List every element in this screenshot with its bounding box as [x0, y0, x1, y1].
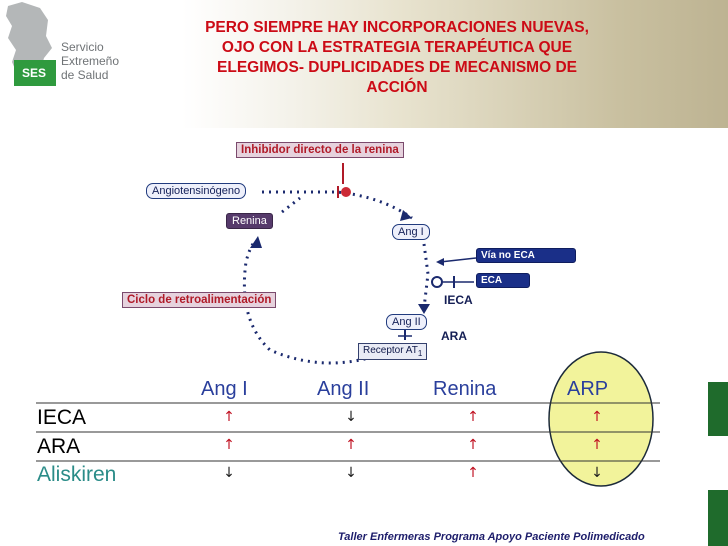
col-ang1: Ang I — [201, 378, 248, 400]
header-background — [0, 0, 728, 128]
arrow-up-icon: ↑ — [223, 437, 235, 453]
footer-text: Taller Enfermeras Programa Apoyo Pacient… — [338, 531, 645, 543]
receptor-text: Receptor AT — [363, 345, 418, 356]
arrow-down-icon: ↓ — [223, 465, 235, 481]
feedback-loop — [242, 238, 393, 365]
extremadura-map-icon — [6, 2, 56, 86]
receptor-subscript: 1 — [417, 349, 423, 358]
arrow-up-icon: ↑ — [467, 437, 479, 453]
ieca-label: IECA — [444, 293, 473, 307]
angiotensinogen-box: Angiotensinógeno — [146, 183, 247, 199]
ara-label: ARA — [441, 329, 467, 343]
logo-name: Servicio Extremeño de Salud — [61, 40, 119, 82]
title-line-2: OJO CON LA ESTRATEGIA TERAPÉUTICA QUE — [221, 39, 573, 56]
via-no-eca-box: Vía no ECA — [476, 248, 576, 263]
feedback-arrowhead — [250, 236, 262, 248]
eca-box: ECA — [476, 273, 530, 288]
row-aliskiren: Aliskiren — [37, 463, 117, 486]
logo-line-1: Servicio — [61, 40, 104, 54]
title-line-3: ELEGIMOS- DUPLICIDADES DE MECANISMO DE — [217, 59, 577, 76]
title-line-4: ACCIÓN — [366, 79, 428, 96]
col-ang2: Ang II — [317, 378, 370, 400]
inhibitor-dot — [341, 187, 351, 197]
ang2-box: Ang II — [386, 314, 427, 330]
conversion-arrowhead — [418, 304, 430, 314]
side-tab-lower — [708, 490, 728, 546]
arrow-up-icon: ↑ — [467, 409, 479, 425]
renin-link — [281, 196, 301, 214]
inhibitor-label: Inhibidor directo de la renina — [236, 142, 404, 158]
arrow-up-icon: ↑ — [591, 409, 603, 425]
via-no-eca-arrowhead — [436, 258, 444, 266]
arrow-up-icon: ↑ — [591, 437, 603, 453]
col-renina: Renina — [433, 378, 497, 400]
arrow-down-icon: ↓ — [345, 465, 357, 481]
logo-abbr: SES — [22, 66, 47, 80]
pathway-arrowhead — [400, 210, 412, 221]
renin-box: Renina — [226, 213, 273, 229]
side-tab-upper — [708, 382, 728, 436]
eca-symbol — [431, 276, 443, 288]
via-no-eca-connector — [439, 257, 477, 263]
page-title: PERO SIEMPRE HAY INCORPORACIONES NUEVAS,… — [172, 18, 622, 98]
receptor-box: Receptor AT1 — [358, 343, 428, 360]
title-line-1: PERO SIEMPRE HAY INCORPORACIONES NUEVAS, — [205, 19, 589, 36]
feedback-label: Ciclo de retroalimentación — [122, 292, 277, 308]
arrow-down-icon: ↓ — [345, 409, 357, 425]
arrow-up-icon: ↑ — [223, 409, 235, 425]
arrow-up-icon: ↑ — [467, 465, 479, 481]
row-ara: ARA — [37, 435, 81, 458]
arp-highlight-ellipse — [548, 351, 654, 487]
ses-logo — [0, 0, 140, 100]
logo-line-3: de Salud — [61, 68, 109, 82]
ang1-box: Ang I — [392, 224, 430, 240]
arrow-down-icon: ↓ — [591, 465, 603, 481]
row-ieca: IECA — [37, 406, 87, 429]
col-arp: ARP — [567, 378, 609, 400]
arrow-up-icon: ↑ — [345, 437, 357, 453]
conversion-pathway — [422, 243, 430, 309]
logo-line-2: Extremeño — [61, 54, 120, 68]
